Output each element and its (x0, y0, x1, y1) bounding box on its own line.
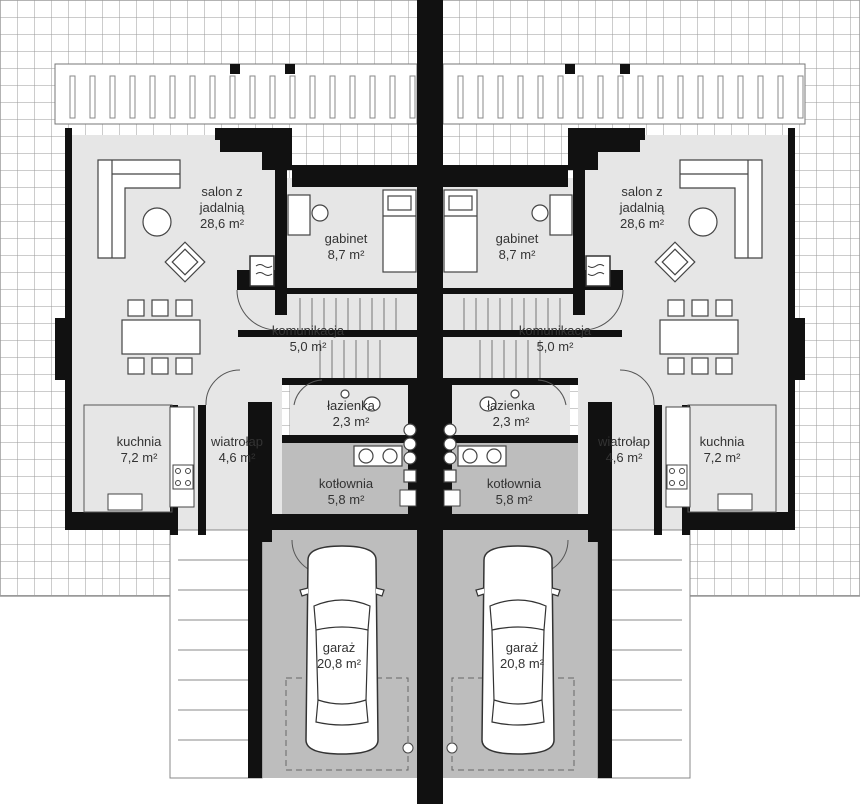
room-label-kuchnia-right: kuchnia 7,2 m² (699, 434, 745, 465)
room-label-kuchnia-left: kuchnia 7,2 m² (116, 434, 162, 465)
room-label-salon-right: salon z jadalnią 28,6 m² (619, 184, 665, 231)
room-label-garaz-left: garaż 20,8 m² (316, 640, 362, 671)
room-label-kotlownia-right: kotłownia 5,8 m² (486, 476, 542, 507)
room-label-wiatrolap-left: wiatrołap 4,6 m² (210, 434, 264, 465)
room-label-lazienka-right: łazienka 2,3 m² (487, 398, 535, 429)
room-label-wiatrolap-right: wiatrołap 4,6 m² (597, 434, 651, 465)
room-label-komunikacja-right: komunikacja 5,0 m² (518, 323, 592, 354)
unit-left (55, 64, 418, 779)
room-label-lazienka-left: łazienka 2,3 m² (327, 398, 375, 429)
toilet-icon (340, 389, 381, 412)
room-label-kotlownia-left: kotłownia 5,8 m² (318, 476, 374, 507)
room-label-gabinet-right: gabinet 8,7 m² (495, 231, 539, 262)
dining-table-icon (121, 299, 201, 375)
desk-icon (287, 194, 329, 236)
room-label-komunikacja-left: komunikacja 5,0 m² (271, 323, 345, 354)
fireplace-icon (249, 255, 275, 287)
party-wall (417, 0, 443, 804)
boiler-icon (353, 423, 417, 483)
stairs-icon (299, 298, 397, 378)
stove-icon (83, 404, 195, 513)
room-label-garaz-right: garaż 20,8 m² (499, 640, 545, 671)
unit-right (442, 64, 805, 779)
sofa-icon (97, 159, 181, 259)
bed-icon (382, 189, 417, 273)
room-label-gabinet-left: gabinet 8,7 m² (324, 231, 368, 262)
room-label-salon-left: salon z jadalnią 28,6 m² (199, 184, 245, 231)
